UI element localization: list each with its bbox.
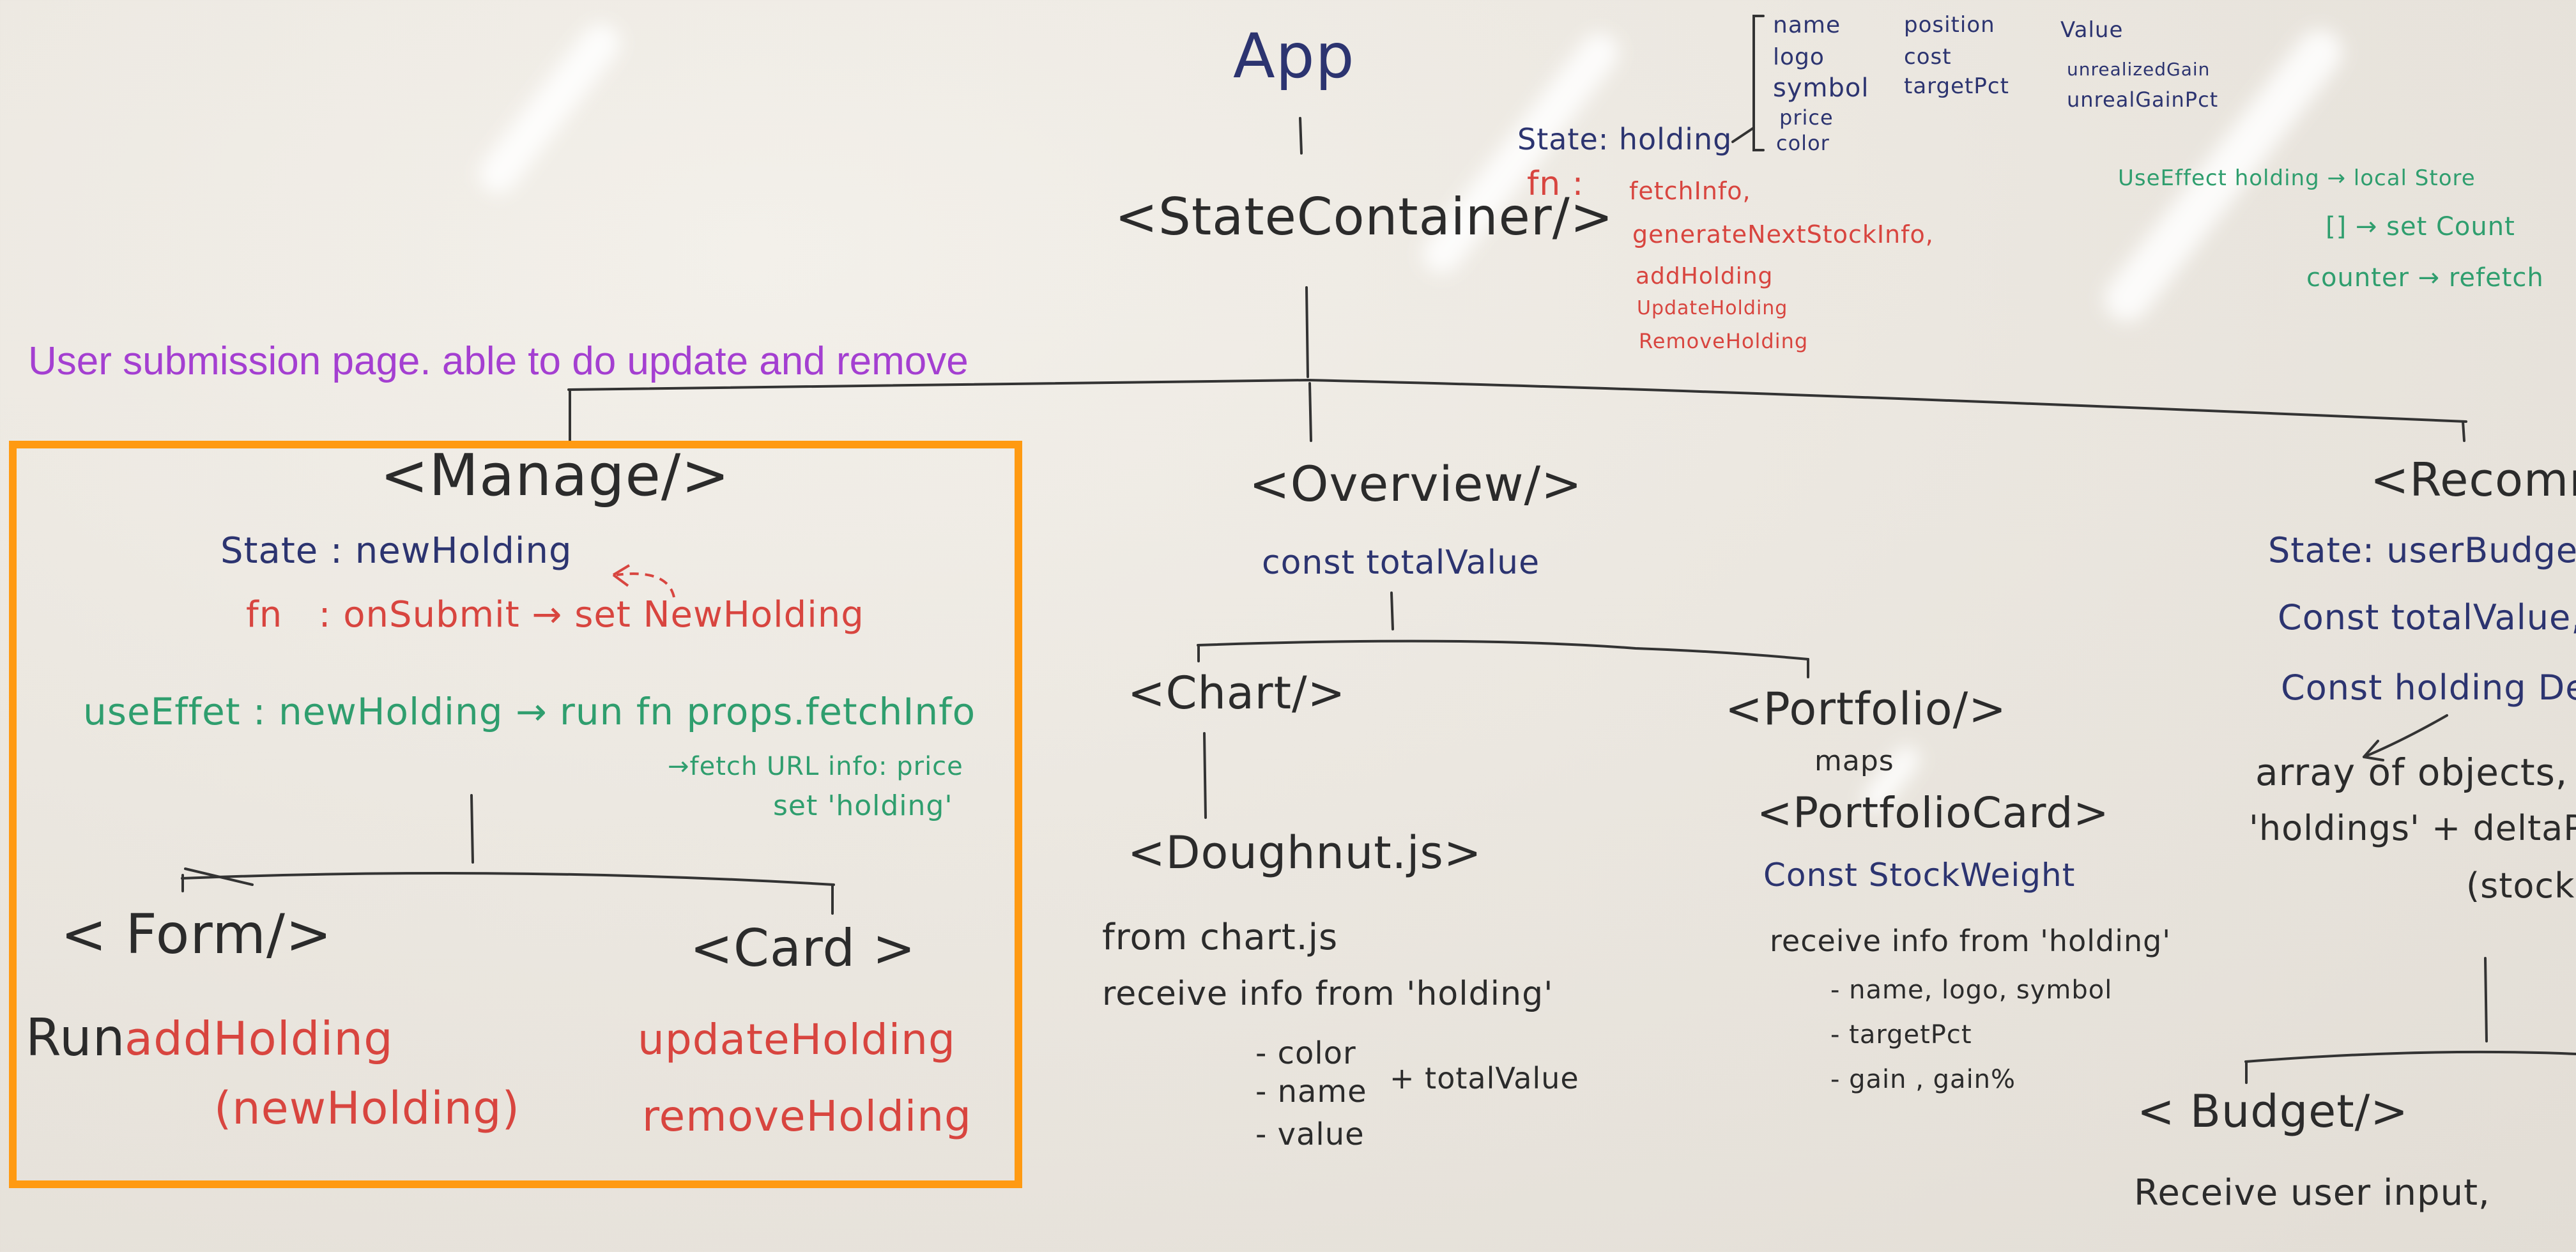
doughnut-from-chartjs: from chart.js	[1102, 917, 1338, 958]
chart-item: - name	[1255, 1074, 1367, 1110]
recommend-state: State: userBudget	[2268, 530, 2576, 570]
state-field: position	[1904, 12, 1995, 38]
manage-state: State : newHolding	[220, 530, 572, 572]
update-holding-fn: updateHolding	[638, 1015, 956, 1064]
use-effect-line: counter → refetch	[2306, 263, 2544, 293]
fn-item: generateNextStockInfo,	[1632, 220, 1934, 248]
chart-node: <Chart/>	[1128, 667, 1346, 719]
portfolio-const-weight: Const StockWeight	[1763, 857, 2076, 894]
portfolio-receive: receive info from 'holding'	[1770, 924, 2171, 958]
manage-use-effect: useEffet : newHolding → run fn props.fet…	[83, 690, 976, 733]
form-node: < Form/>	[61, 903, 333, 966]
state-field: unrealizedGain	[2067, 59, 2211, 80]
app-title: App	[1233, 20, 1355, 92]
add-holding-fn: addHolding	[125, 1012, 394, 1065]
use-effect-line: UseEffect holding → local Store	[2118, 165, 2476, 191]
chart-item: - value	[1255, 1117, 1365, 1152]
portfolio-maps: maps	[1814, 745, 1894, 777]
state-field: symbol	[1773, 73, 1869, 103]
state-field: color	[1776, 131, 1830, 155]
card-node: <Card >	[690, 919, 916, 978]
portfolio-node: <Portfolio/>	[1725, 683, 2007, 735]
state-field: Value	[2060, 17, 2124, 43]
state-field: targetPct	[1904, 73, 2009, 99]
recommend-node: <Recommen	[2370, 453, 2576, 507]
manage-fetch-line: →fetch URL info: price	[668, 752, 963, 781]
fn-item: fetchInfo,	[1629, 177, 1751, 205]
manage-node: <Manage/>	[380, 442, 730, 509]
overview-const-total: const totalValue	[1262, 544, 1540, 582]
recommend-const-total: Const totalValue,	[2278, 597, 2576, 637]
remove-holding-fn: removeHolding	[642, 1092, 972, 1141]
use-effect-line: [] → set Count	[2326, 212, 2515, 241]
run-label: Run	[26, 1008, 126, 1067]
fn-item: UpdateHolding	[1637, 297, 1788, 319]
overview-node: <Overview/>	[1249, 455, 1583, 512]
annotation-text: User submission page. able to do update …	[28, 339, 969, 383]
chart-plus-total: + totalValue	[1390, 1061, 1579, 1096]
state-field: logo	[1773, 44, 1825, 70]
manage-set-holding: set 'holding'	[773, 790, 953, 822]
doughnut-node: <Doughnut.js>	[1128, 827, 1482, 879]
fn-label: fn :	[1527, 165, 1584, 203]
doughnut-receive: receive info from 'holding'	[1102, 975, 1554, 1013]
portfolio-item: - name, logo, symbol	[1830, 975, 2113, 1005]
fn-item: RemoveHolding	[1639, 329, 1809, 353]
state-field: cost	[1904, 44, 1952, 70]
recommend-array-line: 'holdings' + deltaPc	[2249, 808, 2576, 848]
chart-item: - color	[1255, 1035, 1356, 1071]
state-container-node: <StateContainer/>	[1115, 187, 1614, 247]
manage-fn: fn : onSubmit → set NewHolding	[246, 594, 864, 636]
portfolio-card-node: <PortfolioCard>	[1757, 788, 2110, 837]
state-field: unrealGainPct	[2067, 88, 2219, 112]
new-holding-arg: (newHolding)	[214, 1082, 520, 1134]
fn-item: addHolding	[1636, 263, 1774, 289]
state-holding-label: State: holding	[1517, 122, 1733, 156]
portfolio-item: - targetPct	[1830, 1020, 1972, 1050]
budget-node: < Budget/>	[2137, 1085, 2409, 1138]
highlight-box-manage	[9, 441, 1022, 1188]
recommend-array-line: (stockW	[2466, 866, 2576, 906]
recommend-const-delta: Const holding Delt	[2281, 668, 2576, 708]
state-field: name	[1773, 12, 1841, 38]
budget-receive-input: Receive user input,	[2134, 1172, 2490, 1214]
state-field: price	[1779, 105, 1834, 130]
portfolio-item: - gain , gain%	[1830, 1065, 2016, 1094]
recommend-array-line: array of objects, i	[2255, 751, 2576, 794]
